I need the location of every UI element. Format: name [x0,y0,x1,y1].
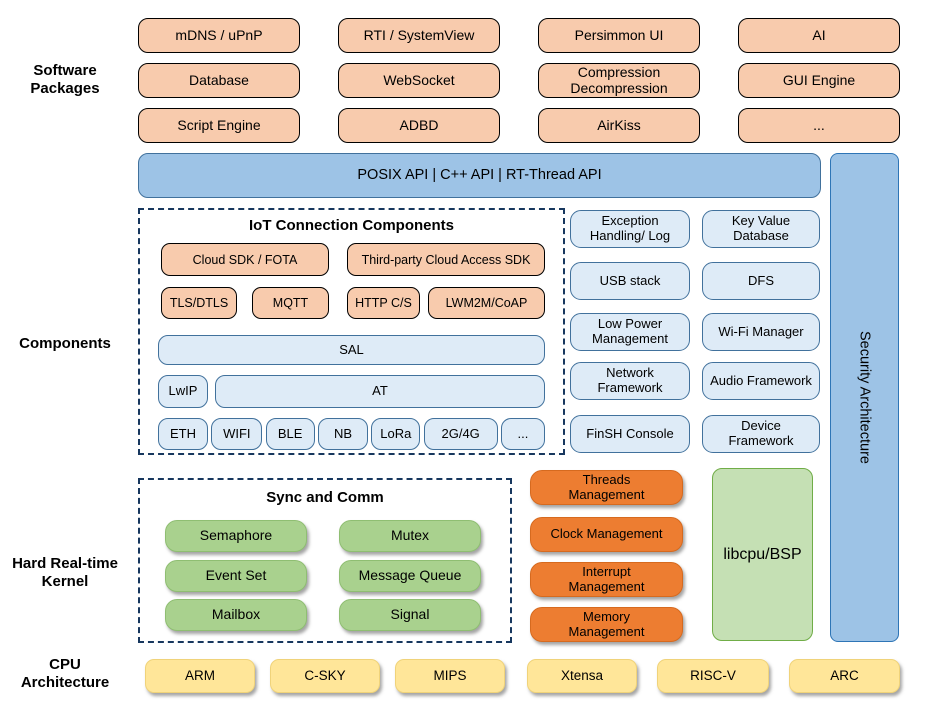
package-box: Compression Decompression [538,63,700,98]
iot-box: MQTT [252,287,329,319]
package-box: Persimmon UI [538,18,700,53]
cpu-arch-box: C-SKY [270,659,380,693]
sync-group-title: Sync and Comm [266,489,384,506]
package-box: GUI Engine [738,63,900,98]
package-box: Script Engine [138,108,300,143]
sync-box: Mutex [339,520,481,552]
link-box: LoRa [371,418,421,450]
iot-box: Third-party Cloud Access SDK [347,243,545,276]
sync-box: Mailbox [165,599,307,631]
sal-layer: SAL [158,335,545,365]
sync-box: Event Set [165,560,307,592]
management-box: Memory Management [530,607,683,642]
management-box: Interrupt Management [530,562,683,597]
cpu-arch-box: RISC-V [657,659,769,693]
iot-box: Cloud SDK / FOTA [161,243,329,276]
link-box: ETH [158,418,208,450]
cpu-arch-box: Xtensa [527,659,637,693]
security-architecture-bar: Security Architecture [830,153,899,642]
lwip-layer: LwIP [158,375,208,408]
label-kernel: Hard Real-time Kernel [12,555,118,590]
label-cpu-architecture: CPU Architecture [20,656,110,691]
component-box: Network Framework [570,362,690,400]
package-box: AirKiss [538,108,700,143]
at-layer: AT [215,375,545,408]
link-box: WIFI [211,418,263,450]
cpu-arch-box: MIPS [395,659,505,693]
component-box: Low Power Management [570,313,690,351]
component-box: Exception Handling/ Log [570,210,690,248]
cpu-arch-box: ARM [145,659,255,693]
api-bar: POSIX API | C++ API | RT-Thread API [138,153,821,198]
iot-box: HTTP C/S [347,287,420,319]
package-box: ADBD [338,108,500,143]
package-box: ... [738,108,900,143]
link-box: ... [500,418,545,450]
label-components: Components [19,335,111,352]
sync-box: Semaphore [165,520,307,552]
component-box: DFS [702,262,820,300]
cpu-arch-box: ARC [789,659,900,693]
component-box: Device Framework [702,415,820,453]
label-software-packages: Software Packages [30,62,100,97]
link-box: NB [317,418,368,450]
component-box: Key Value Database [702,210,820,248]
component-box: USB stack [570,262,690,300]
libcpu-bsp-box: libcpu/BSP [712,468,813,641]
security-architecture-label: Security Architecture [856,331,873,464]
management-box: Clock Management [530,517,683,552]
link-layer-row: ETH WIFI BLE NB LoRa 2G/4G ... [158,418,545,450]
component-box: Audio Framework [702,362,820,400]
link-box: 2G/4G [423,418,498,450]
package-box: RTI / SystemView [338,18,500,53]
iot-group-title: IoT Connection Components [249,217,454,234]
link-box: BLE [265,418,315,450]
package-box: AI [738,18,900,53]
iot-box: TLS/DTLS [161,287,237,319]
component-box: FinSH Console [570,415,690,453]
package-box: Database [138,63,300,98]
iot-connection-components-group: IoT Connection Components Cloud SDK / FO… [138,208,565,455]
package-box: WebSocket [338,63,500,98]
sync-box: Signal [339,599,481,631]
package-box: mDNS / uPnP [138,18,300,53]
iot-box: LWM2M/CoAP [428,287,545,319]
management-box: Threads Management [530,470,683,505]
software-packages-grid: mDNS / uPnP RTI / SystemView Persimmon U… [138,18,900,143]
component-box: Wi-Fi Manager [702,313,820,351]
sync-and-comm-group: Sync and Comm Semaphore Mutex Event Set … [138,478,512,643]
sync-box: Message Queue [339,560,481,592]
